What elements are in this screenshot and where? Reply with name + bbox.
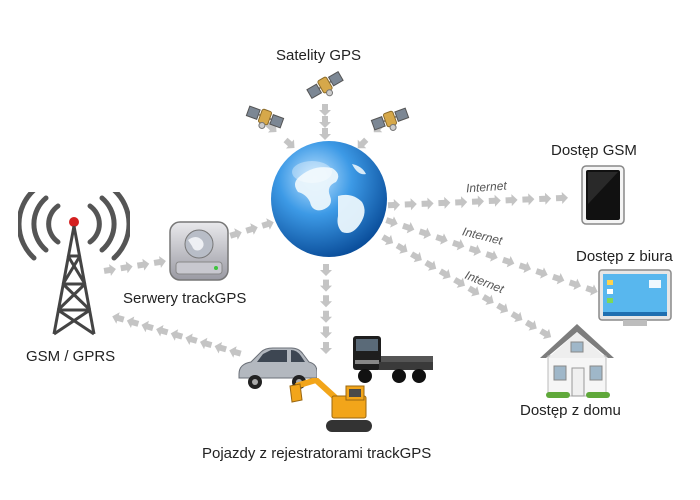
servers-label: Serwery trackGPS xyxy=(123,290,247,307)
arrow-icon xyxy=(505,194,518,207)
arrow-icon xyxy=(539,328,552,340)
arrow-icon xyxy=(418,227,432,240)
arrow-icon xyxy=(568,278,582,291)
arrow-icon xyxy=(471,195,484,208)
arrow-icon xyxy=(153,256,166,268)
arrow-icon xyxy=(524,319,537,331)
arrow-icon xyxy=(381,234,394,246)
gsm-gprs-label: GSM / GPRS xyxy=(26,348,116,365)
arrow-icon xyxy=(535,267,548,279)
arrow-icon xyxy=(502,255,515,268)
arrow-icon xyxy=(120,261,133,274)
arrow-icon xyxy=(283,137,295,149)
arrow-icon xyxy=(438,268,451,280)
arrow-icon xyxy=(435,233,448,245)
satellites-label: Satelity GPS xyxy=(276,47,362,64)
arrow-icon xyxy=(229,228,242,240)
arrow-icon xyxy=(552,272,565,285)
arrow-icon xyxy=(320,342,332,354)
arrow-icon xyxy=(320,310,332,323)
satellite-icon xyxy=(305,68,345,102)
arrow-icon xyxy=(141,320,154,333)
arrow-icon xyxy=(136,258,150,271)
phone-icon xyxy=(580,164,626,226)
arrow-icon xyxy=(185,333,198,346)
arrow-icon xyxy=(402,221,415,234)
arrow-icon xyxy=(455,196,468,209)
cell-tower-icon xyxy=(18,192,130,337)
satellite-icon xyxy=(370,102,410,136)
satellite-icon xyxy=(245,100,285,134)
monitor-icon xyxy=(597,268,673,328)
arrow-icon xyxy=(214,341,227,354)
arrow-icon xyxy=(170,329,184,341)
arrow-icon xyxy=(424,259,437,271)
car-icon xyxy=(235,344,317,390)
arrow-icon xyxy=(103,264,116,276)
arrow-icon xyxy=(320,279,332,292)
arrow-icon xyxy=(539,192,552,205)
arrow-icon xyxy=(510,311,523,323)
arrow-icon xyxy=(156,324,169,337)
arrow-icon xyxy=(320,295,332,308)
arrow-icon xyxy=(357,137,369,149)
arrow-icon xyxy=(438,196,451,209)
arrow-icon xyxy=(245,223,258,235)
arrow-icon xyxy=(555,192,568,204)
arrow-icon xyxy=(452,238,465,251)
arrow-icon xyxy=(319,128,331,140)
arrow-icon xyxy=(126,316,140,329)
arrow-icon xyxy=(421,197,434,210)
arrow-icon xyxy=(485,250,498,262)
access-gsm-label: Dostęp GSM xyxy=(551,142,637,159)
vehicles-label: Pojazdy z rejestratorami trackGPS xyxy=(202,445,432,462)
arrow-icon xyxy=(199,337,213,350)
arrow-icon xyxy=(585,284,598,296)
server-icon xyxy=(166,218,232,284)
truck-icon xyxy=(349,330,435,386)
arrow-icon xyxy=(320,326,332,339)
arrow-icon xyxy=(229,346,242,358)
arrow-icon xyxy=(404,198,417,211)
arrow-icon xyxy=(453,277,465,288)
arrow-icon xyxy=(319,104,331,116)
arrow-icon xyxy=(395,242,408,254)
arrow-icon xyxy=(522,193,535,206)
excavator-icon xyxy=(286,378,376,436)
access-home-label: Dostęp z domu xyxy=(520,402,621,419)
access-office-label: Dostęp z biura xyxy=(576,248,673,265)
arrow-icon xyxy=(112,312,125,324)
arrow-icon xyxy=(467,285,480,297)
arrow-icon xyxy=(261,218,274,230)
arrow-icon xyxy=(319,116,331,128)
arrow-icon xyxy=(481,294,494,305)
house-icon xyxy=(536,320,618,400)
arrow-icon xyxy=(496,302,509,314)
arrow-icon xyxy=(265,121,277,133)
arrow-icon xyxy=(320,264,332,276)
arrow-icon xyxy=(385,216,398,228)
arrow-icon xyxy=(468,244,482,257)
arrow-icon xyxy=(410,251,422,263)
arrow-icon xyxy=(488,194,501,207)
arrow-icon xyxy=(387,199,400,211)
globe-icon xyxy=(268,138,390,260)
internet-label: Internet xyxy=(465,178,508,196)
arrow-icon xyxy=(518,261,532,274)
